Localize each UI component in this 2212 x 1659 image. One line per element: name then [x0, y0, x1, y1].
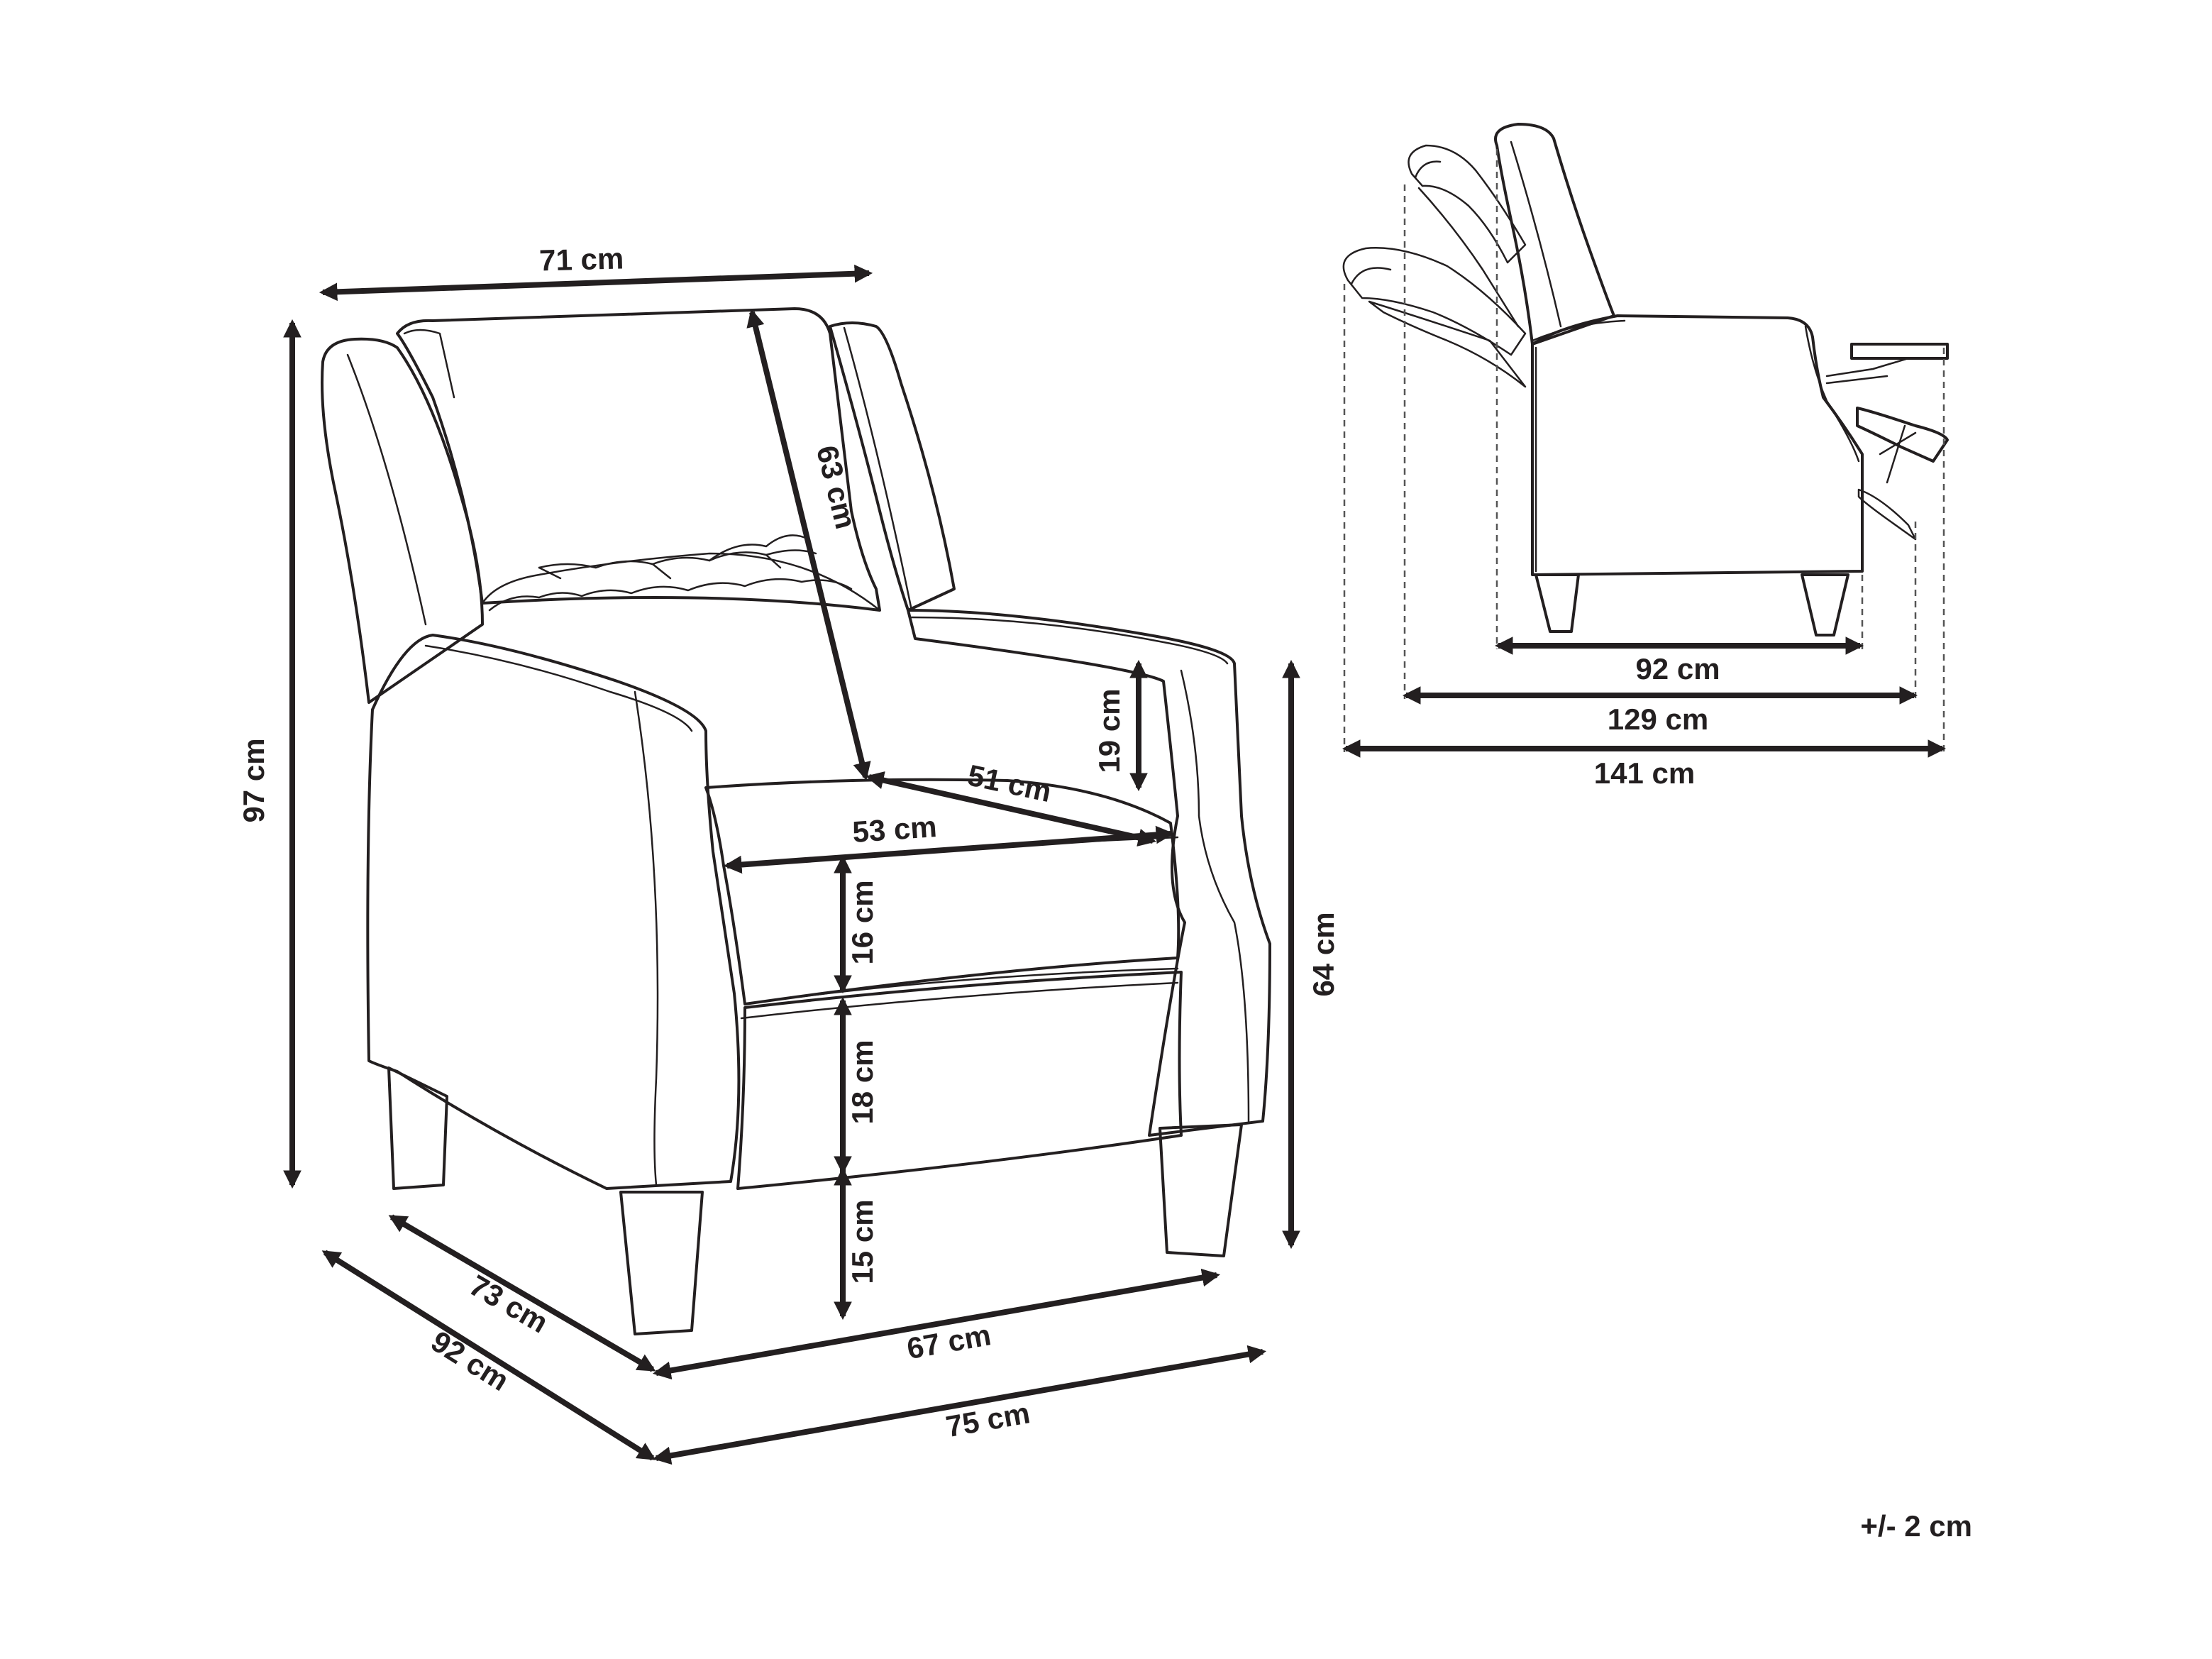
front-dimension-lines	[283, 264, 1300, 1465]
recliner-side-drawing	[1342, 123, 1949, 752]
label-width-top: 71 cm	[538, 241, 624, 277]
label-arm-height-floor: 64 cm	[1307, 912, 1340, 996]
label-depth-reclined-partial: 129 cm	[1608, 702, 1708, 736]
label-armrest-height: 19 cm	[1093, 688, 1126, 773]
label-depth-outer: 92 cm	[426, 1324, 515, 1397]
label-depth-upright: 92 cm	[1635, 652, 1720, 685]
label-leg-height: 15 cm	[846, 1199, 879, 1284]
label-seat-base-height: 18 cm	[846, 1040, 879, 1124]
label-depth-inner: 73 cm	[464, 1268, 554, 1339]
side-dimension-labels: 92 cm 129 cm 141 cm	[1594, 652, 1720, 790]
armchair-front-drawing	[321, 307, 1271, 1335]
tolerance-note: +/- 2 cm	[1860, 1509, 1972, 1543]
label-depth-reclined-full: 141 cm	[1594, 756, 1695, 790]
side-dimension-lines	[1342, 636, 1947, 758]
label-height-total: 97 cm	[237, 738, 270, 822]
label-cushion-height: 16 cm	[846, 880, 879, 964]
label-seat-width: 53 cm	[851, 810, 938, 849]
label-backrest-length: 63 cm	[810, 442, 863, 532]
